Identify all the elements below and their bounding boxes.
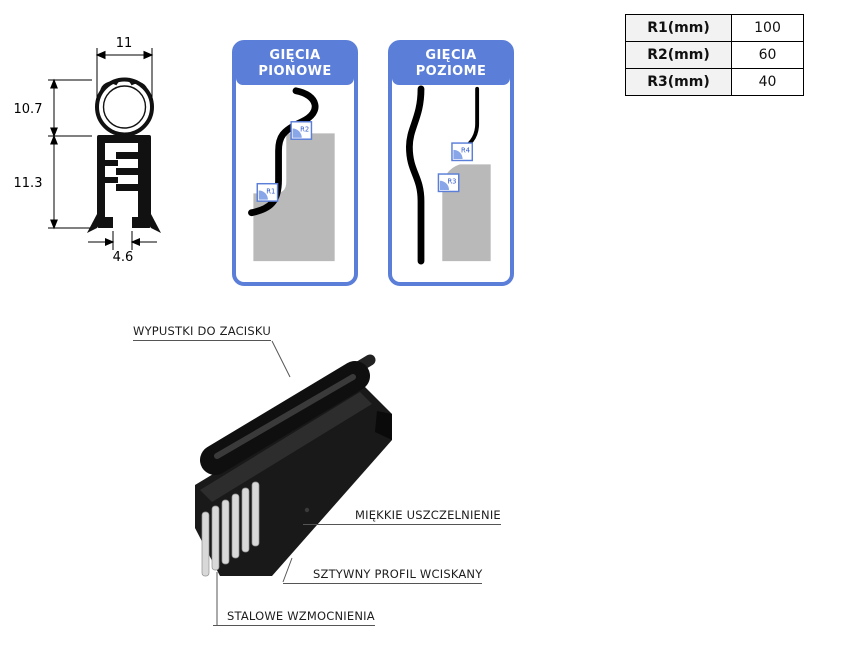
dim-bottom-label: 4.6 xyxy=(113,250,134,265)
clamp-finger xyxy=(105,160,118,166)
dim-top-label: 11 xyxy=(116,36,133,51)
bend-panel-horizontal: GIĘCIA POZIOME R4 R3 xyxy=(388,40,514,286)
radius-tag-label: R3 xyxy=(447,178,456,186)
table-cell-label: R1(mm) xyxy=(625,14,732,42)
clamp-lip-right xyxy=(151,214,161,233)
bulb-crown xyxy=(100,78,148,93)
table-cell-value: 40 xyxy=(731,68,804,96)
table-cell-label: R3(mm) xyxy=(625,68,732,96)
dimensions: 11 10.7 11.3 4.6 xyxy=(14,36,157,265)
label-rigid-profile: SZTYWNY PROFIL WCISKANY xyxy=(283,568,483,584)
panel-title-vertical: GIĘCIA PIONOWE xyxy=(236,44,354,85)
radius-tag-r4: R4 xyxy=(451,142,474,162)
table-cell-value: 60 xyxy=(731,41,804,69)
horizontal-bend-diagram: R4 R3 xyxy=(405,85,491,265)
bend-profile-curve xyxy=(248,87,319,217)
radius-tag-r3: R3 xyxy=(437,173,460,193)
label-clamp-tabs: WYPUSTKI DO ZACISKU xyxy=(133,325,271,341)
radius-tag-label: R4 xyxy=(461,147,470,155)
clamp-finger xyxy=(116,152,138,159)
panel-title-line: GIĘCIA xyxy=(269,48,321,63)
leader-rigid xyxy=(282,557,293,583)
dim-lower-label: 11.3 xyxy=(14,176,43,191)
panel-title-horizontal: GIĘCIA POZIOME xyxy=(392,44,510,85)
label-soft-seal: MIĘKKIE USZCZELNIENIE xyxy=(303,509,501,525)
radius-tag-label: R2 xyxy=(300,125,309,133)
radius-tag-label: R1 xyxy=(266,187,275,195)
profile-top-facet xyxy=(200,392,372,502)
table-row: R3(mm) 40 xyxy=(625,68,804,96)
clamp-mouth xyxy=(113,210,132,229)
profile-end-face xyxy=(375,411,392,440)
leader-lines xyxy=(216,340,293,625)
soft-seal-highlight xyxy=(214,374,356,459)
radius-tag-r1: R1 xyxy=(256,182,279,202)
vertical-bend-diagram: R2 R1 xyxy=(248,87,335,262)
bend-panel-vertical: GIĘCIA PIONOWE R2 R1 xyxy=(232,40,358,286)
table-cell-label: R2(mm) xyxy=(625,41,732,69)
bulb-outer xyxy=(95,77,154,137)
bend-profile-curve xyxy=(405,85,425,265)
panel-title-line: GIĘCIA xyxy=(425,48,477,63)
cross-section-drawing: 11 10.7 11.3 4.6 xyxy=(14,36,161,265)
steel-reinforcement-comb xyxy=(201,481,260,577)
profile-3d-render xyxy=(195,340,392,625)
bend-gray-shape xyxy=(253,133,335,262)
table-row: R2(mm) 60 xyxy=(625,41,804,69)
label-steel-reinforcement: STALOWE WZMOCNIENIA xyxy=(213,610,375,626)
clamp-finger xyxy=(105,177,118,183)
panel-title-line: PIONOWE xyxy=(258,64,332,79)
panel-title-line: POZIOME xyxy=(415,64,487,79)
radius-tag-r2: R2 xyxy=(290,121,313,140)
clamp-lip-left xyxy=(87,214,97,233)
clamp-finger xyxy=(116,184,138,191)
clamp-finger xyxy=(116,168,138,175)
radius-table: R1(mm) 100 R2(mm) 60 R3(mm) 40 xyxy=(625,14,804,96)
dim-upper-label: 10.7 xyxy=(14,102,43,117)
seal-profile-outline xyxy=(87,77,161,233)
leader-dot-soft-seal xyxy=(304,507,310,513)
table-row: R1(mm) 100 xyxy=(625,14,804,42)
table-cell-value: 100 xyxy=(731,14,804,42)
bulb-inner xyxy=(102,85,147,129)
leader-clamp-tabs xyxy=(271,340,291,378)
